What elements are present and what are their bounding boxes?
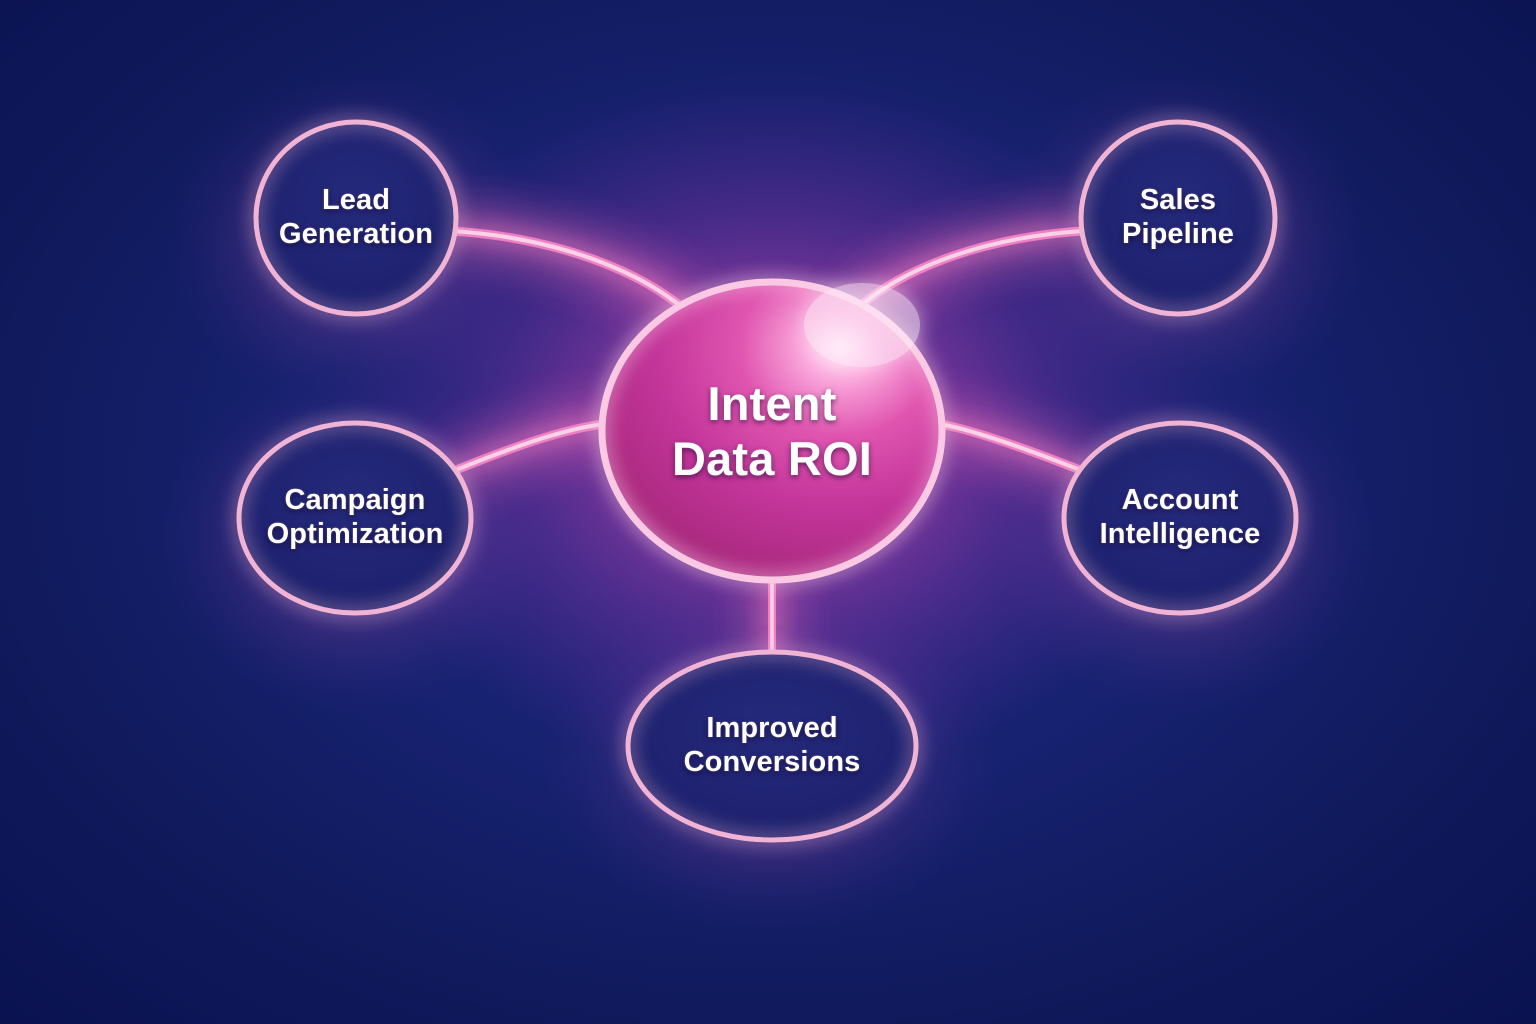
nodes-layer — [236, 119, 1299, 843]
node-account-intelligence-ring — [1061, 420, 1299, 616]
node-sales-pipeline-ring — [1078, 119, 1278, 317]
node-intent-data-roi[interactable] — [598, 278, 946, 584]
connector-center-to-campaign-optimization — [454, 422, 606, 472]
node-lead-generation-ring — [253, 119, 459, 317]
node-campaign-optimization[interactable] — [236, 420, 474, 616]
node-lead-generation[interactable] — [253, 119, 459, 317]
node-improved-conversions[interactable] — [625, 649, 919, 843]
connector-center-to-account-intelligence — [938, 422, 1082, 472]
node-campaign-optimization-ring — [236, 420, 474, 616]
node-account-intelligence[interactable] — [1061, 420, 1299, 616]
node-sales-pipeline[interactable] — [1078, 119, 1278, 317]
node-improved-conversions-ring — [625, 649, 919, 843]
node-intent-data-roi-ring — [598, 278, 946, 584]
connectors-layer — [444, 223, 1091, 667]
center-specular-highlight — [804, 283, 920, 367]
connector-center-to-lead-generation — [450, 229, 686, 311]
